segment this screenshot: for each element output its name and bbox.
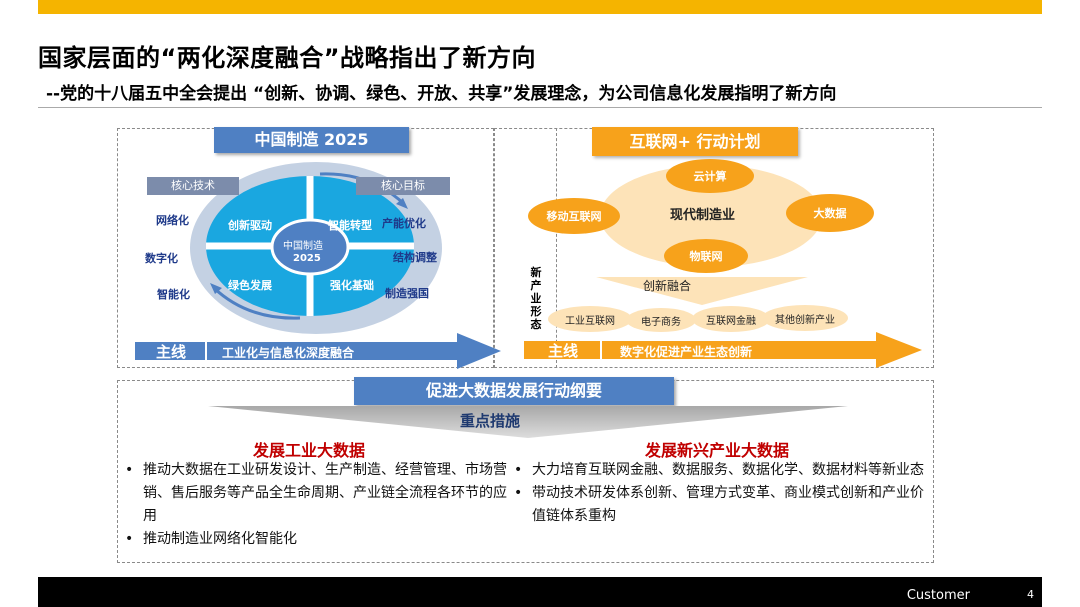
- internet-finance-pill: 互联网金融: [692, 306, 770, 332]
- emerging-industry-big-data-title: 发展新兴产业大数据: [645, 441, 790, 460]
- page-title: 国家层面的“两化深度融合”战略指出了新方向: [38, 44, 537, 72]
- list-item: 带动技术研发体系创新、管理方式变革、商业模式创新和产业价值链体系重构: [510, 482, 934, 528]
- new-industry-form-label: 新产业形态: [530, 266, 542, 331]
- intelligence-term: 智能化: [157, 288, 190, 301]
- big-data-banner: 促进大数据发展行动纲要: [354, 377, 674, 405]
- wheel-center-line2: 2025: [293, 253, 321, 264]
- header-divider: [38, 107, 1042, 108]
- ecommerce-pill: 电子商务: [626, 308, 696, 332]
- top-accent-bar: [38, 0, 1042, 14]
- industrial-internet-pill: 工业互联网: [548, 306, 632, 332]
- footer-bar: [38, 577, 1042, 607]
- innovation-fusion-funnel: [596, 277, 808, 305]
- panel-separator: [556, 128, 557, 368]
- manufacturing-power-term: 制造强国: [385, 287, 429, 300]
- quadrant-smart-transform: 智能转型: [328, 219, 372, 232]
- right-mainline-label: 主线: [526, 340, 602, 362]
- quadrant-innovation: 创新驱动: [228, 219, 272, 232]
- footer-label: Customer: [906, 588, 970, 603]
- right-mainline-text: 数字化促进产业生态创新: [620, 345, 753, 359]
- structure-adjust-term: 结构调整: [393, 251, 437, 264]
- emerging-industry-list: 大力培育互联网金融、数据服务、数据化学、数据材料等新业态 带动技术研发体系创新、…: [510, 459, 934, 528]
- core-tech-label: 核心技术: [147, 177, 239, 195]
- key-measures-label: 重点措施: [460, 412, 521, 430]
- wheel-center-line1: 中国制造: [283, 241, 323, 252]
- made-in-china-banner: 中国制造 2025: [214, 127, 409, 153]
- big-data-node: 大数据: [786, 194, 874, 232]
- right-mainline-arrow: [524, 332, 922, 368]
- left-mainline-arrow: [135, 333, 501, 369]
- cloud-computing-node: 云计算: [666, 159, 754, 193]
- key-measures-funnel: [208, 406, 848, 438]
- list-item: 推动大数据在工业研发设计、生产制造、经营管理、市场营销、售后服务等产品全生命周期…: [121, 459, 513, 528]
- list-item: 推动制造业网络化智能化: [121, 528, 513, 551]
- industrial-big-data-list: 推动大数据在工业研发设计、生产制造、经营管理、市场营销、售后服务等产品全生命周期…: [121, 459, 513, 551]
- list-item: 大力培育互联网金融、数据服务、数据化学、数据材料等新业态: [510, 459, 934, 482]
- industrial-big-data-title: 发展工业大数据: [253, 441, 366, 460]
- digitalization-term: 数字化: [145, 252, 178, 265]
- internet-plus-banner: 互联网+ 行动计划: [592, 127, 798, 156]
- left-mainline-label: 主线: [137, 341, 207, 363]
- innovation-fusion-label: 创新融合: [643, 279, 692, 293]
- left-mainline-text: 工业化与信息化深度融合: [222, 346, 355, 360]
- quadrant-green: 绿色发展: [228, 279, 272, 292]
- quadrant-foundation: 强化基础: [330, 279, 374, 292]
- core-goal-label: 核心目标: [356, 177, 450, 195]
- page-number: 4: [1027, 588, 1034, 601]
- networking-term: 网络化: [156, 214, 189, 227]
- modern-manufacturing-label: 现代制造业: [670, 208, 736, 223]
- page-subtitle: --党的十八届五中全会提出 “创新、协调、绿色、开放、共享”发展理念，为公司信息…: [46, 84, 837, 104]
- made-in-china-wheel: [190, 162, 442, 334]
- other-innovative-industry-pill: 其他创新产业: [762, 305, 848, 331]
- capacity-opt-term: 产能优化: [382, 217, 426, 230]
- iot-node: 物联网: [664, 239, 748, 273]
- mobile-internet-node: 移动互联网: [528, 198, 620, 234]
